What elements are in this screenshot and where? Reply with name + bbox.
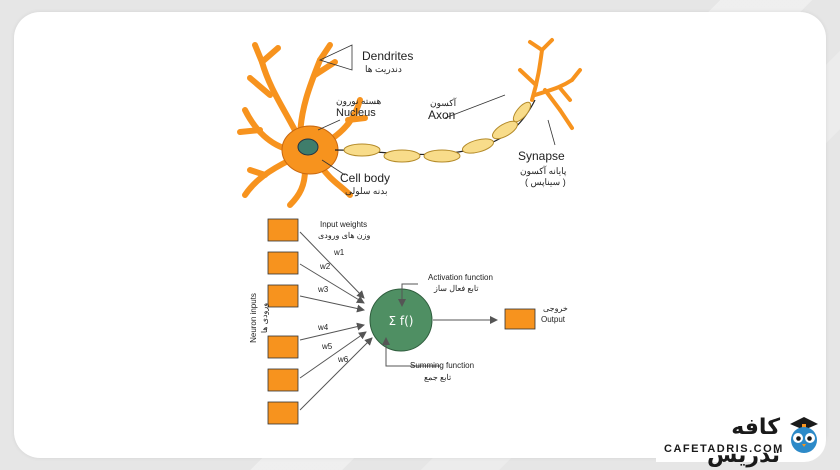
summing-node-label: Σ f() <box>389 314 414 328</box>
dendrites-label: Dendrites <box>362 49 413 63</box>
input-boxes <box>267 218 299 425</box>
weight-arrows <box>299 231 373 411</box>
input-weights-label: Input weights <box>320 220 367 229</box>
brand-logo[interactable]: کافه تدریس <box>707 415 781 468</box>
input-box-6 <box>267 401 299 425</box>
output-label: Output <box>541 315 566 324</box>
summing-arrow <box>382 337 440 367</box>
neuron-inputs-label: Neuron inputs <box>249 293 258 343</box>
summing-label-fa: تابع جمع <box>424 373 451 382</box>
synapse-label-fa-1: پایانه آکسون <box>520 165 567 177</box>
summing-node <box>369 288 433 352</box>
output-label-fa: خروجی <box>543 304 568 313</box>
axon-label-fa: آکسون <box>430 97 457 109</box>
weight-arrow-3 <box>299 295 365 313</box>
weight-arrow-4 <box>299 322 365 341</box>
weight-arrow-5 <box>299 331 367 379</box>
weight-label-3: w3 <box>317 285 329 294</box>
input-box-4 <box>267 335 299 359</box>
output-box <box>504 308 536 330</box>
neuron-inputs-label-fa: ورودی ها <box>260 303 269 333</box>
weight-arrow-1 <box>299 231 365 299</box>
weight-arrow-6 <box>299 337 373 411</box>
cell-body-label: Cell body <box>340 171 390 185</box>
synapse-label: Synapse <box>518 149 565 163</box>
weight-label-5: w5 <box>321 342 333 351</box>
cell-body-label-fa: بدنه سلولی <box>345 186 387 197</box>
activation-label: Activation function <box>428 273 493 282</box>
neuron-inputs-label-group: Neuron inputs ورودی ها <box>249 293 269 343</box>
summing-label: Summing function <box>410 361 474 370</box>
input-box-2 <box>267 251 299 275</box>
brand-url[interactable]: CAFETADRIS.COM <box>664 443 784 455</box>
input-box-1 <box>267 218 299 242</box>
dendrites-shape <box>237 42 368 208</box>
axon-myelin-shape <box>343 101 532 163</box>
dendrites-label-fa: دندریت ها <box>365 64 402 75</box>
owl-mascot-icon <box>790 417 818 453</box>
activation-label-fa: تابع فعال ساز <box>433 284 479 293</box>
weight-label-4: w4 <box>317 323 329 332</box>
weight-arrow-2 <box>299 263 365 304</box>
activation-arrow <box>398 283 418 307</box>
weight-label-1: w1 <box>333 248 345 257</box>
nucleus-label-fa: هسته نورون <box>336 96 382 107</box>
input-box-3 <box>267 284 299 308</box>
axon-terminal-shape <box>518 38 582 130</box>
axon-label: Axon <box>428 108 455 122</box>
input-box-5 <box>267 368 299 392</box>
nucleus-shape <box>297 138 319 156</box>
nucleus-label: Nucleus <box>336 107 376 119</box>
synapse-label-fa-2: ( سیناپس ) <box>525 177 566 188</box>
weight-label-6: w6 <box>337 355 349 364</box>
content-card <box>14 12 826 458</box>
input-weights-label-fa: وزن های ورودی <box>318 231 371 240</box>
weight-label-2: w2 <box>319 262 331 271</box>
neuron-illustration <box>237 38 582 208</box>
